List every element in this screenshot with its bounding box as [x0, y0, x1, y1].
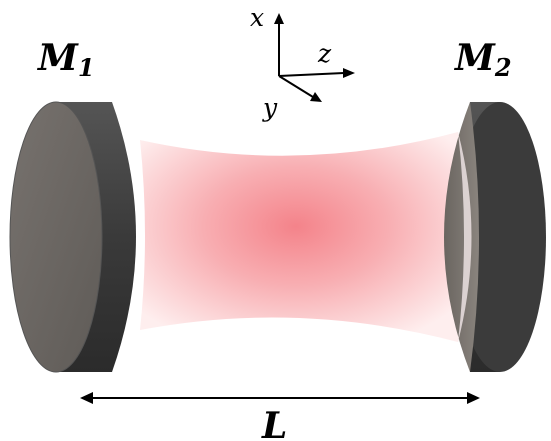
mirror-2-outer-edge — [454, 102, 546, 372]
mirror-1-label: M1 — [36, 37, 95, 82]
z-axis-label: z — [317, 39, 332, 68]
y-axis-line — [278, 75, 314, 98]
coordinate-axes — [274, 13, 355, 102]
x-axis-label: x — [250, 3, 264, 32]
z-axis-line — [278, 72, 345, 77]
mirror-2 — [444, 102, 546, 372]
x-axis-arrowhead — [274, 13, 284, 24]
y-axis-arrowhead — [310, 92, 322, 102]
mirror-2-label: M2 — [453, 37, 512, 82]
z-axis-arrowhead — [343, 68, 355, 78]
laser-beam — [140, 132, 472, 342]
y-axis-label: y — [262, 93, 278, 122]
length-label: L — [261, 405, 287, 441]
mirror-2-beam-contact — [458, 132, 472, 342]
mirror-2-inner-face — [444, 102, 479, 372]
mirror-1-face — [9, 101, 103, 373]
mirror-2-subscript: 2 — [494, 53, 512, 82]
mirror-1 — [9, 101, 136, 373]
mirror-1-subscript: 1 — [78, 53, 95, 82]
length-arrow — [80, 392, 480, 404]
